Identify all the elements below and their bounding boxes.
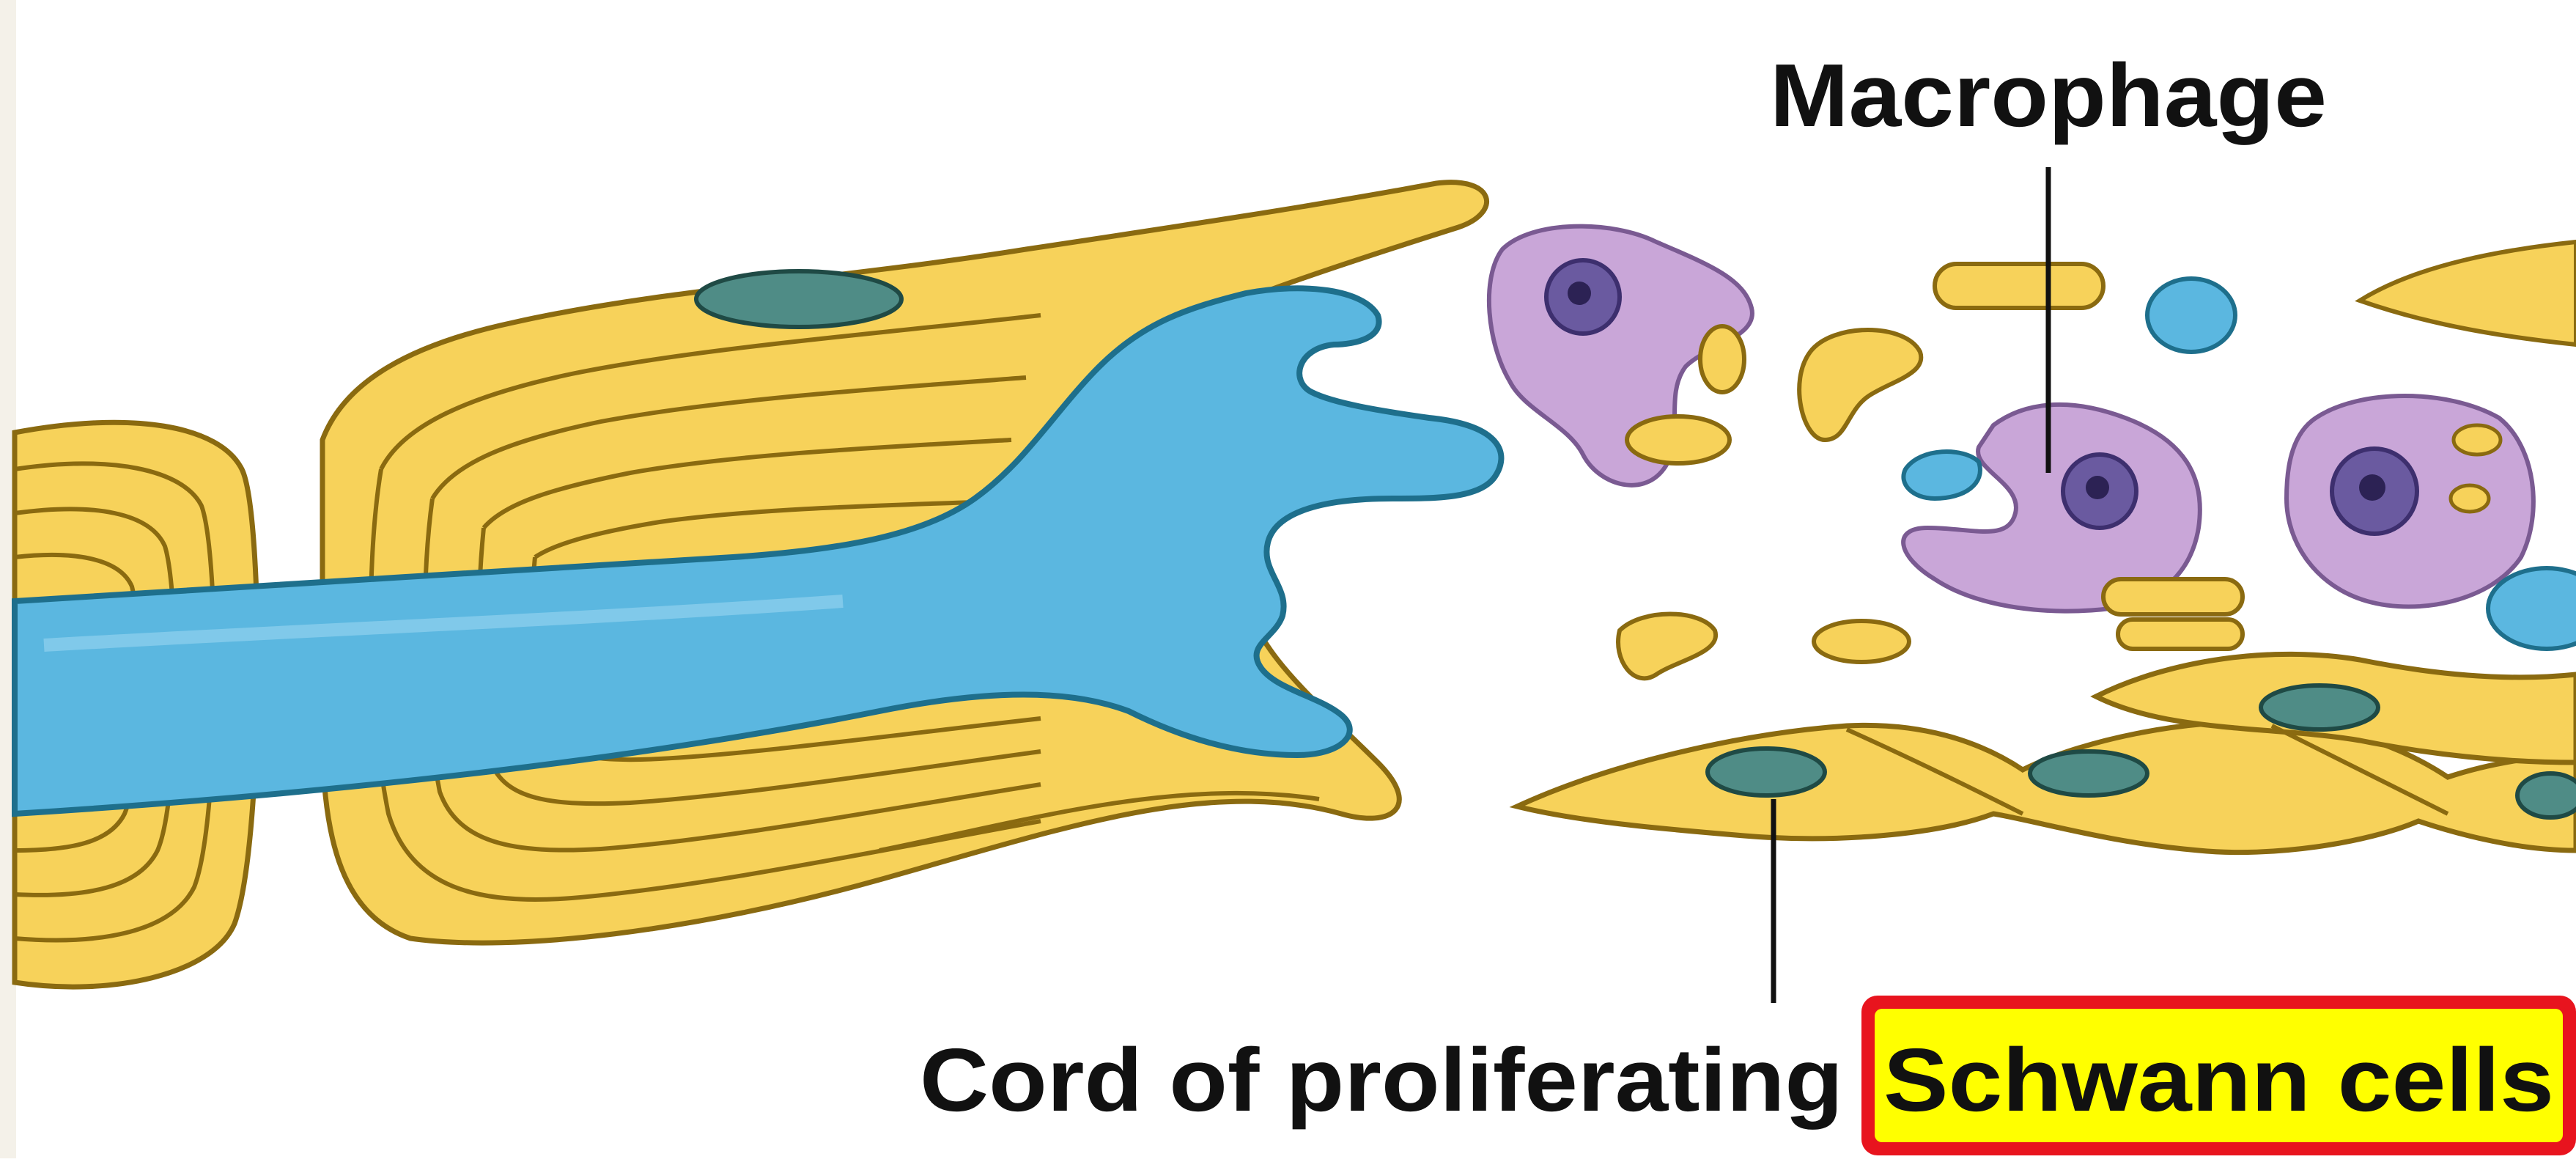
macrophage-3 — [2287, 396, 2533, 607]
schwann-cells-label: Schwann cells — [1883, 1030, 2554, 1130]
schwann-nucleus — [696, 271, 901, 327]
macrophage-label: Macrophage — [1770, 45, 2327, 145]
cord-prefix-label: Cord of proliferating — [920, 1030, 1843, 1130]
